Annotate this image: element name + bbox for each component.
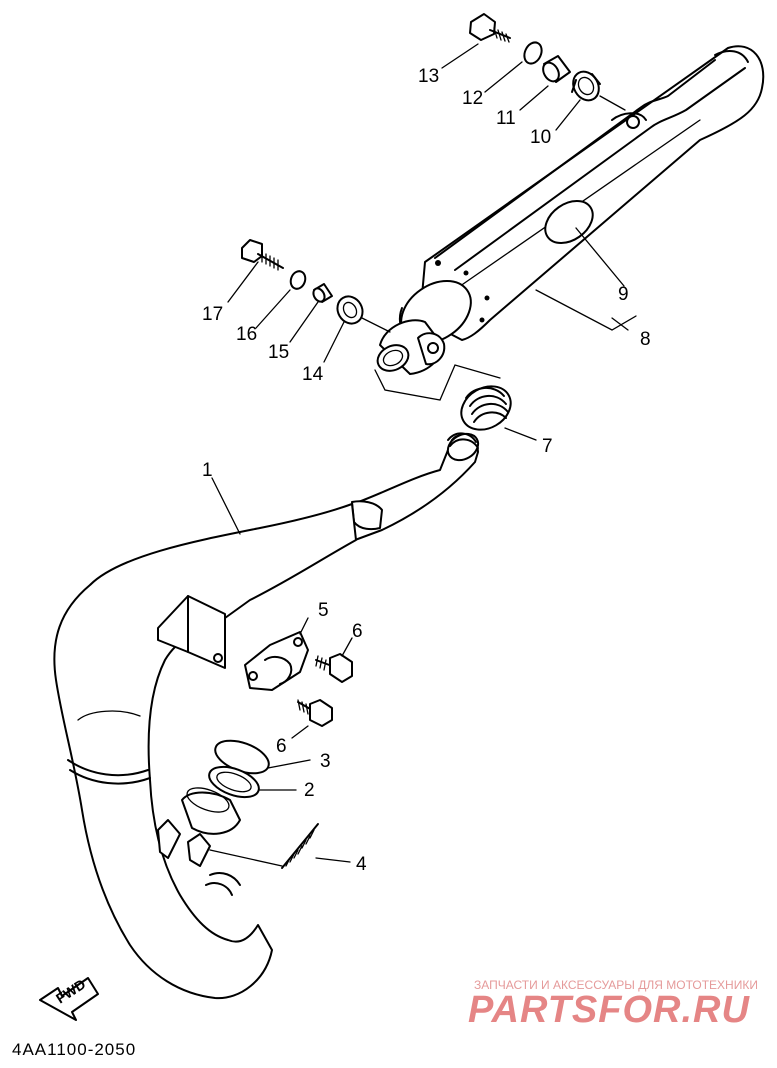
spring-4	[209, 823, 319, 869]
diagram-code: 4AA1100-2050	[12, 1040, 136, 1059]
callout-6-upper: 6	[352, 621, 363, 642]
grommet-14	[336, 295, 364, 325]
bolt-13	[469, 13, 511, 43]
bolt-17	[241, 239, 284, 271]
washer-16	[289, 270, 307, 290]
callout-2: 2	[304, 780, 315, 801]
callout-14: 14	[302, 364, 324, 385]
forward-direction-arrow: FWD	[39, 976, 99, 1021]
gasket-2	[208, 765, 260, 799]
callout-4: 4	[356, 854, 367, 875]
leader-lines	[211, 43, 637, 863]
joint-gasket-7	[374, 364, 512, 431]
callout-5: 5	[318, 600, 329, 621]
callout-15: 15	[268, 342, 289, 363]
callout-12: 12	[462, 88, 483, 109]
bolt-6-lower	[297, 699, 333, 727]
callout-11: 11	[496, 108, 516, 129]
watermark-brand: PARTSFOR.RU	[468, 989, 750, 1031]
bracket-5	[244, 631, 309, 691]
callout-10: 10	[530, 127, 551, 148]
callout-16: 16	[236, 324, 257, 345]
callout-9: 9	[618, 284, 629, 305]
callout-1: 1	[202, 460, 213, 481]
manifold-joint	[157, 787, 241, 867]
exhaust-pipe-1	[53, 432, 480, 1000]
grommet-10	[571, 70, 601, 102]
callout-labels: 13 12 11 10 9 8 17 16 15 14 7 1 5 6 6 3 …	[202, 66, 651, 875]
bolt-6-upper	[315, 653, 353, 683]
collar-11	[542, 55, 571, 83]
upper-mount-hardware	[469, 13, 626, 111]
callout-7: 7	[542, 436, 553, 457]
callout-13: 13	[418, 66, 439, 87]
callout-17: 17	[202, 304, 223, 325]
callout-6-lower: 6	[276, 736, 287, 757]
lower-mount-hardware	[241, 239, 391, 333]
muffler-assembly	[376, 45, 765, 375]
watermark-tagline: ЗАПЧАСТИ И АКСЕССУАРЫ ДЛЯ МОТОТЕХНИКИ	[474, 978, 758, 992]
callout-8: 8	[640, 329, 651, 350]
callout-3: 3	[320, 751, 331, 772]
collar-15	[312, 283, 333, 303]
washer-12	[523, 41, 543, 65]
watermark: ЗАПЧАСТИ И АКСЕССУАРЫ ДЛЯ МОТОТЕХНИКИ PA…	[468, 978, 758, 1031]
